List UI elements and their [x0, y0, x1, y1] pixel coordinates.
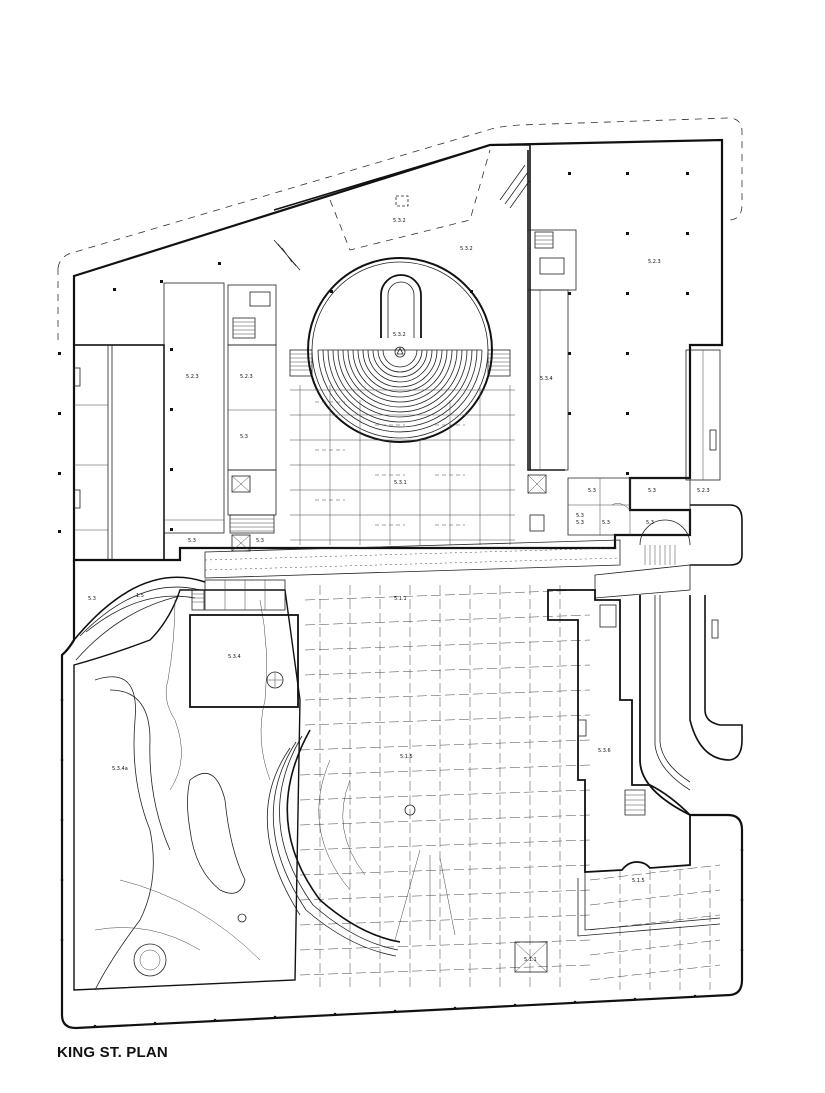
room-label: 1.5: [136, 593, 144, 599]
room-label: 5.3.6: [598, 748, 611, 754]
room-label: 5.3: [648, 488, 656, 494]
room-label: 5.3.2: [460, 246, 473, 252]
room-label: 5.1.5: [400, 754, 413, 760]
perimeter-bollards: [60, 698, 744, 1028]
room-label: 5.2.3: [648, 259, 661, 265]
room-label: 5.3: [602, 520, 610, 526]
landscaped-garden: [73, 589, 301, 991]
room-label: 5.3.1: [394, 480, 407, 486]
property-boundary: [57, 117, 743, 345]
room-label: 5.1.5: [632, 878, 645, 884]
room-label: 5.1.1: [394, 596, 407, 602]
plan-caption: KING ST. PLAN: [57, 1044, 168, 1061]
room-label: 5.2.3: [186, 374, 199, 380]
upper-paved-courtyard: [290, 385, 515, 545]
room-label: 5.3.2: [393, 332, 406, 338]
room-label: 5.3: [188, 538, 196, 544]
left-core: [227, 284, 277, 552]
right-core: [527, 229, 577, 532]
arcade-band: [204, 519, 691, 599]
room-label: 5.3: [588, 488, 596, 494]
left-wing: [73, 282, 225, 561]
lower-site-outline: [60, 560, 744, 1030]
amphitheatre-steps: [266, 729, 456, 957]
circular-theatre: [307, 257, 493, 443]
room-label: 5.3: [240, 434, 248, 440]
right-lower-building: [547, 589, 721, 937]
room-labels: 5.3.2 5.3.2 5.2.3 5.3.2 5.2.3 5.2.3 5.3.…: [88, 218, 710, 963]
right-edge-strip: [685, 349, 743, 566]
room-label: 5.3: [256, 538, 264, 544]
room-label: 5.3: [576, 513, 584, 519]
room-label: 5.3.4: [228, 654, 241, 660]
lobby-dashed-outline: [329, 149, 491, 251]
room-label: 5.1.1: [524, 957, 537, 963]
room-label: 5.3: [646, 520, 654, 526]
room-label: 5.3.2: [393, 218, 406, 224]
room-label: 5.3: [88, 596, 96, 602]
curved-ramp: [639, 595, 743, 816]
lower-plaza: [299, 585, 721, 990]
garden-pavilion: [189, 579, 299, 708]
room-label: 5.3: [576, 520, 584, 526]
room-label: 5.3.4a: [112, 766, 128, 772]
room-label: 5.3.4: [540, 376, 553, 382]
room-label: 5.2.3: [240, 374, 253, 380]
right-offices: [567, 477, 691, 536]
room-label: 5.2.3: [697, 488, 710, 494]
